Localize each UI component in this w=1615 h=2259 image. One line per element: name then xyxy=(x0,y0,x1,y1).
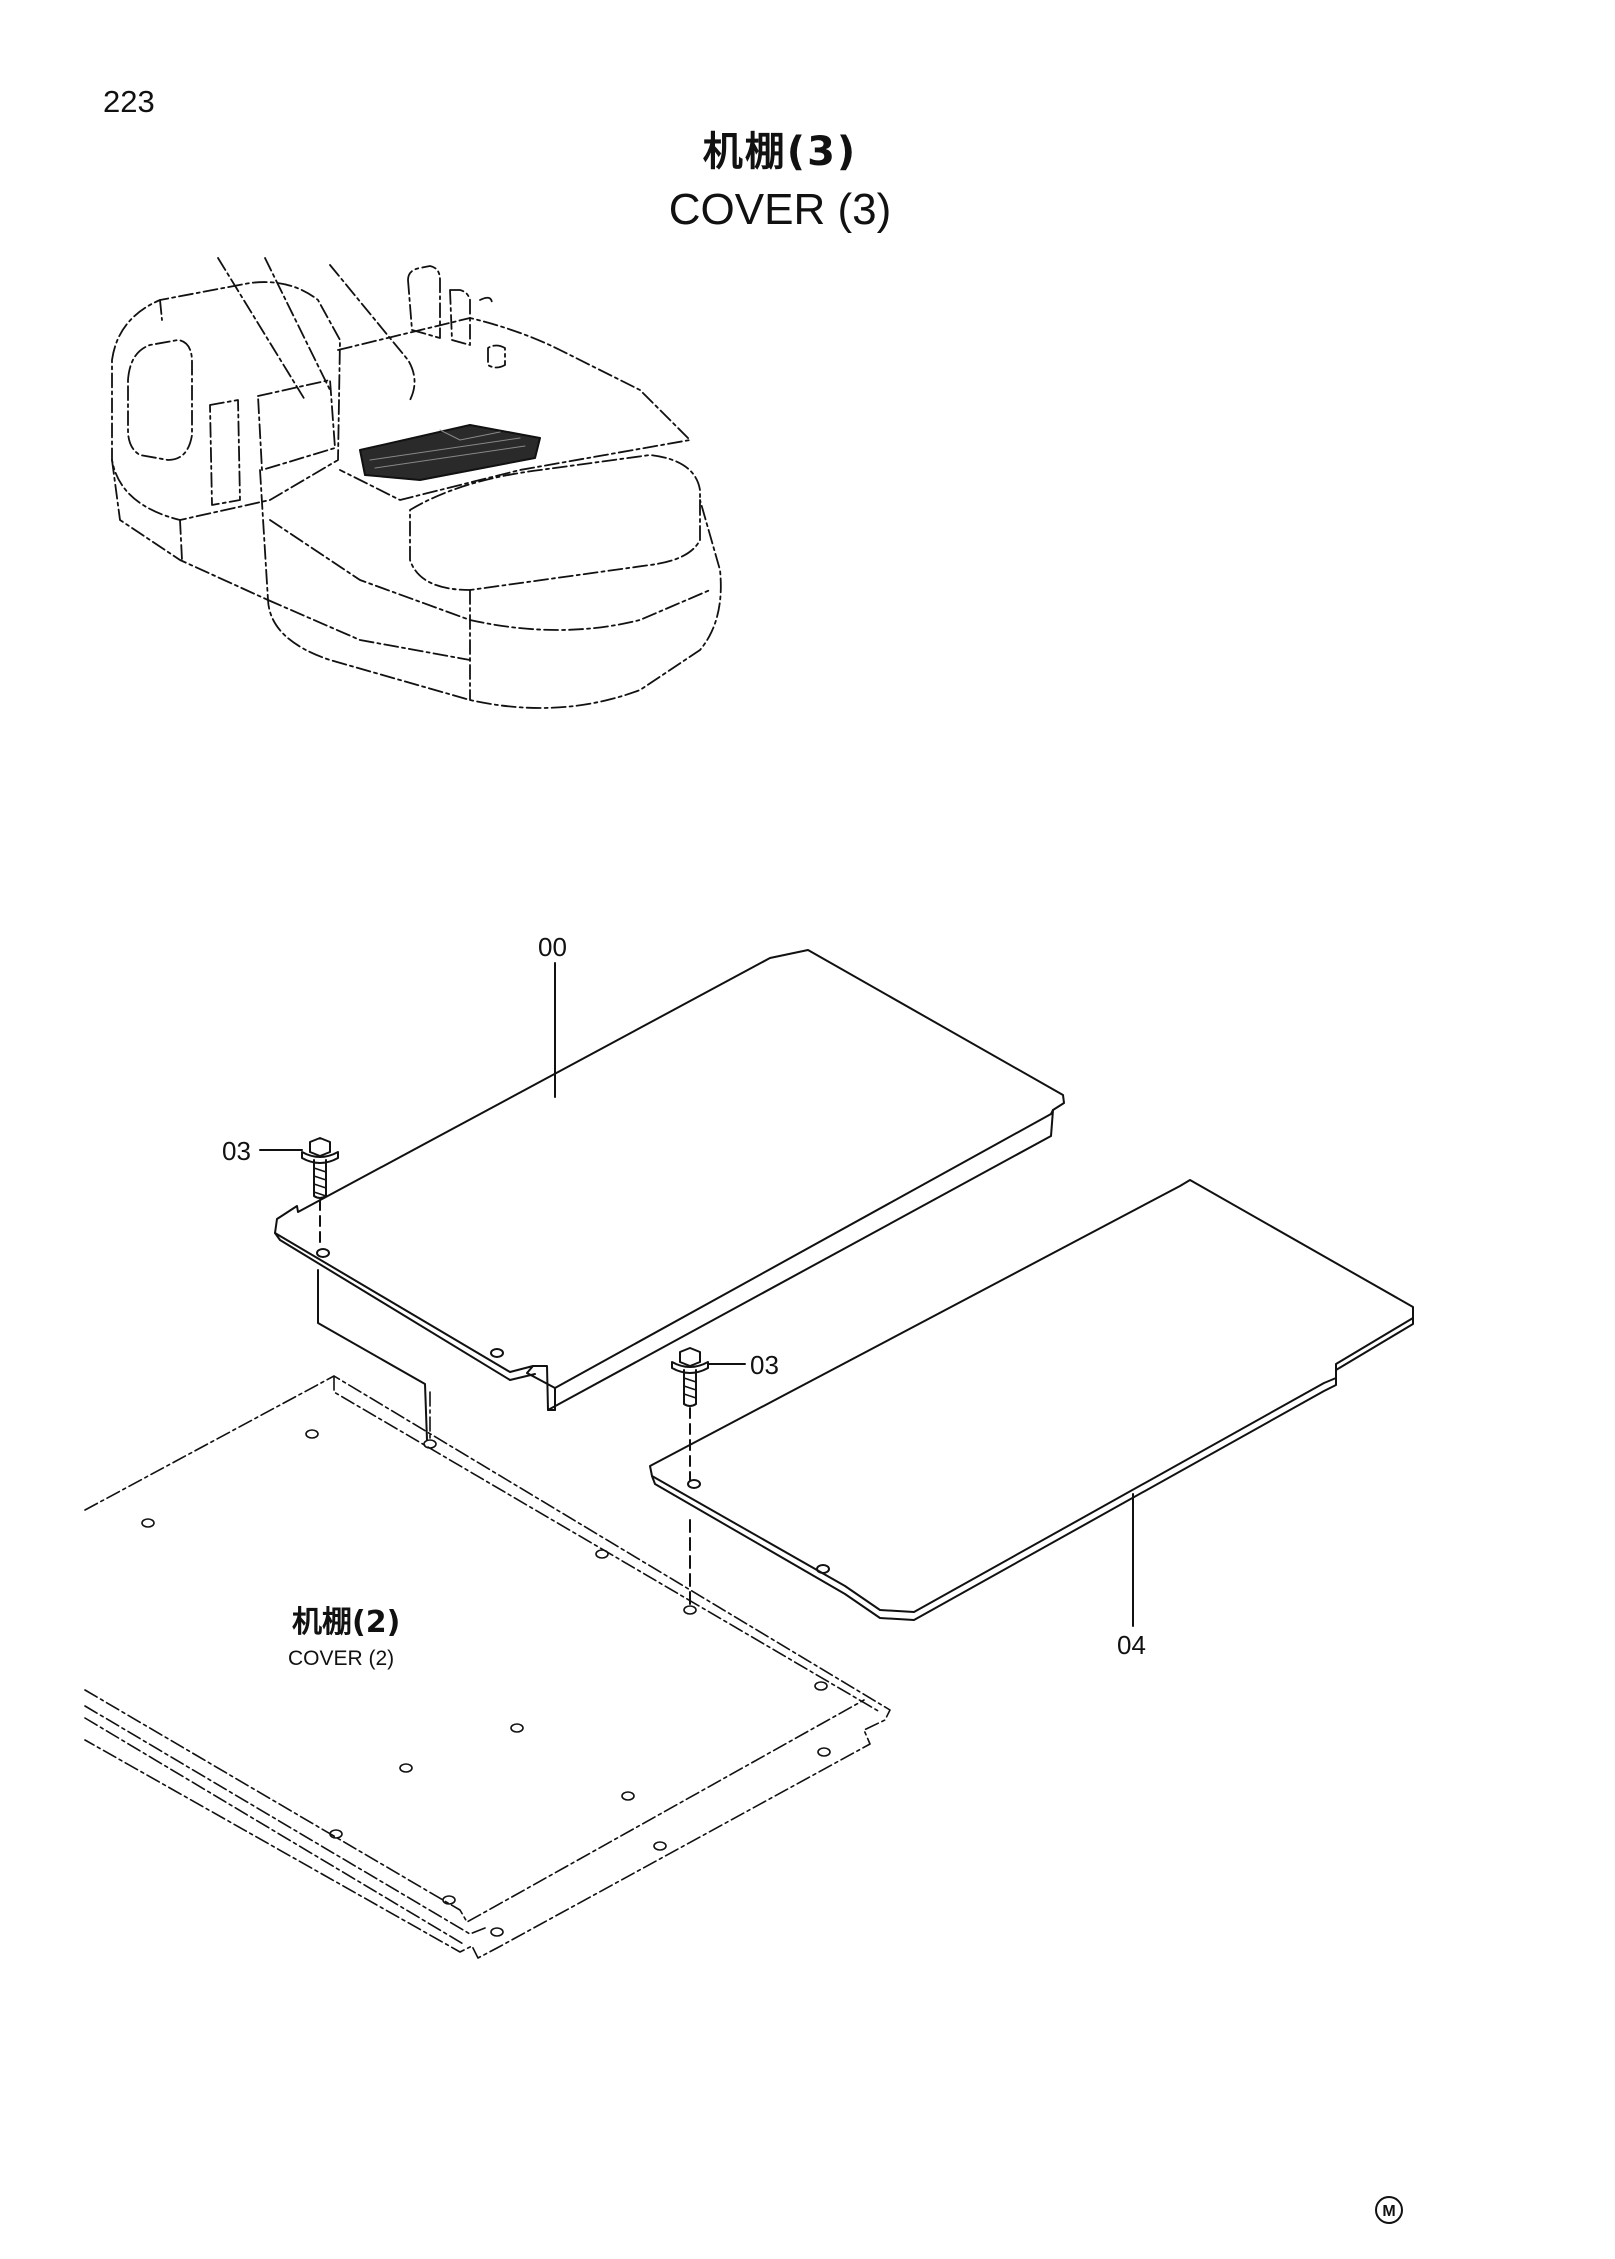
reference-label-english: COVER (2) xyxy=(288,1647,395,1670)
mount-hole xyxy=(490,1348,504,1358)
cab-window-rear xyxy=(257,379,336,471)
cab-outline xyxy=(111,281,341,521)
engine-hood xyxy=(409,454,701,591)
footer-mark: M xyxy=(1375,2196,1403,2224)
callout-03-right: 03 xyxy=(750,1350,779,1380)
bolt-03-right xyxy=(671,1347,746,1605)
callout-04: 04 xyxy=(1117,1630,1146,1660)
bolt-03-left xyxy=(259,1137,339,1249)
mount-hole xyxy=(816,1564,830,1574)
reference-label-chinese: 机棚(2) xyxy=(292,1605,401,1640)
cover-top-face xyxy=(274,949,1065,1389)
cab-window-front xyxy=(127,339,193,461)
mount-hole xyxy=(316,1248,330,1258)
cover-left-skirt xyxy=(317,1269,428,1441)
cab-window-side xyxy=(209,399,241,506)
callout-00: 00 xyxy=(538,932,567,962)
mount-hole xyxy=(687,1479,701,1489)
cover-2-reference-panel xyxy=(84,1375,891,1959)
callout-03-left: 03 xyxy=(222,1136,251,1166)
plate-04 xyxy=(649,1179,1414,1627)
highlighted-cover-location xyxy=(359,424,541,481)
cover-panel-00 xyxy=(274,949,1065,1441)
cover-2-holes xyxy=(141,1429,831,1937)
title-english: COVER (3) xyxy=(668,185,892,234)
machine-location-view xyxy=(111,257,722,709)
title-chinese: 机棚(3) xyxy=(702,129,858,175)
upper-deck xyxy=(337,317,691,501)
page-number: 223 xyxy=(103,84,155,119)
counterweight-body xyxy=(259,469,722,709)
